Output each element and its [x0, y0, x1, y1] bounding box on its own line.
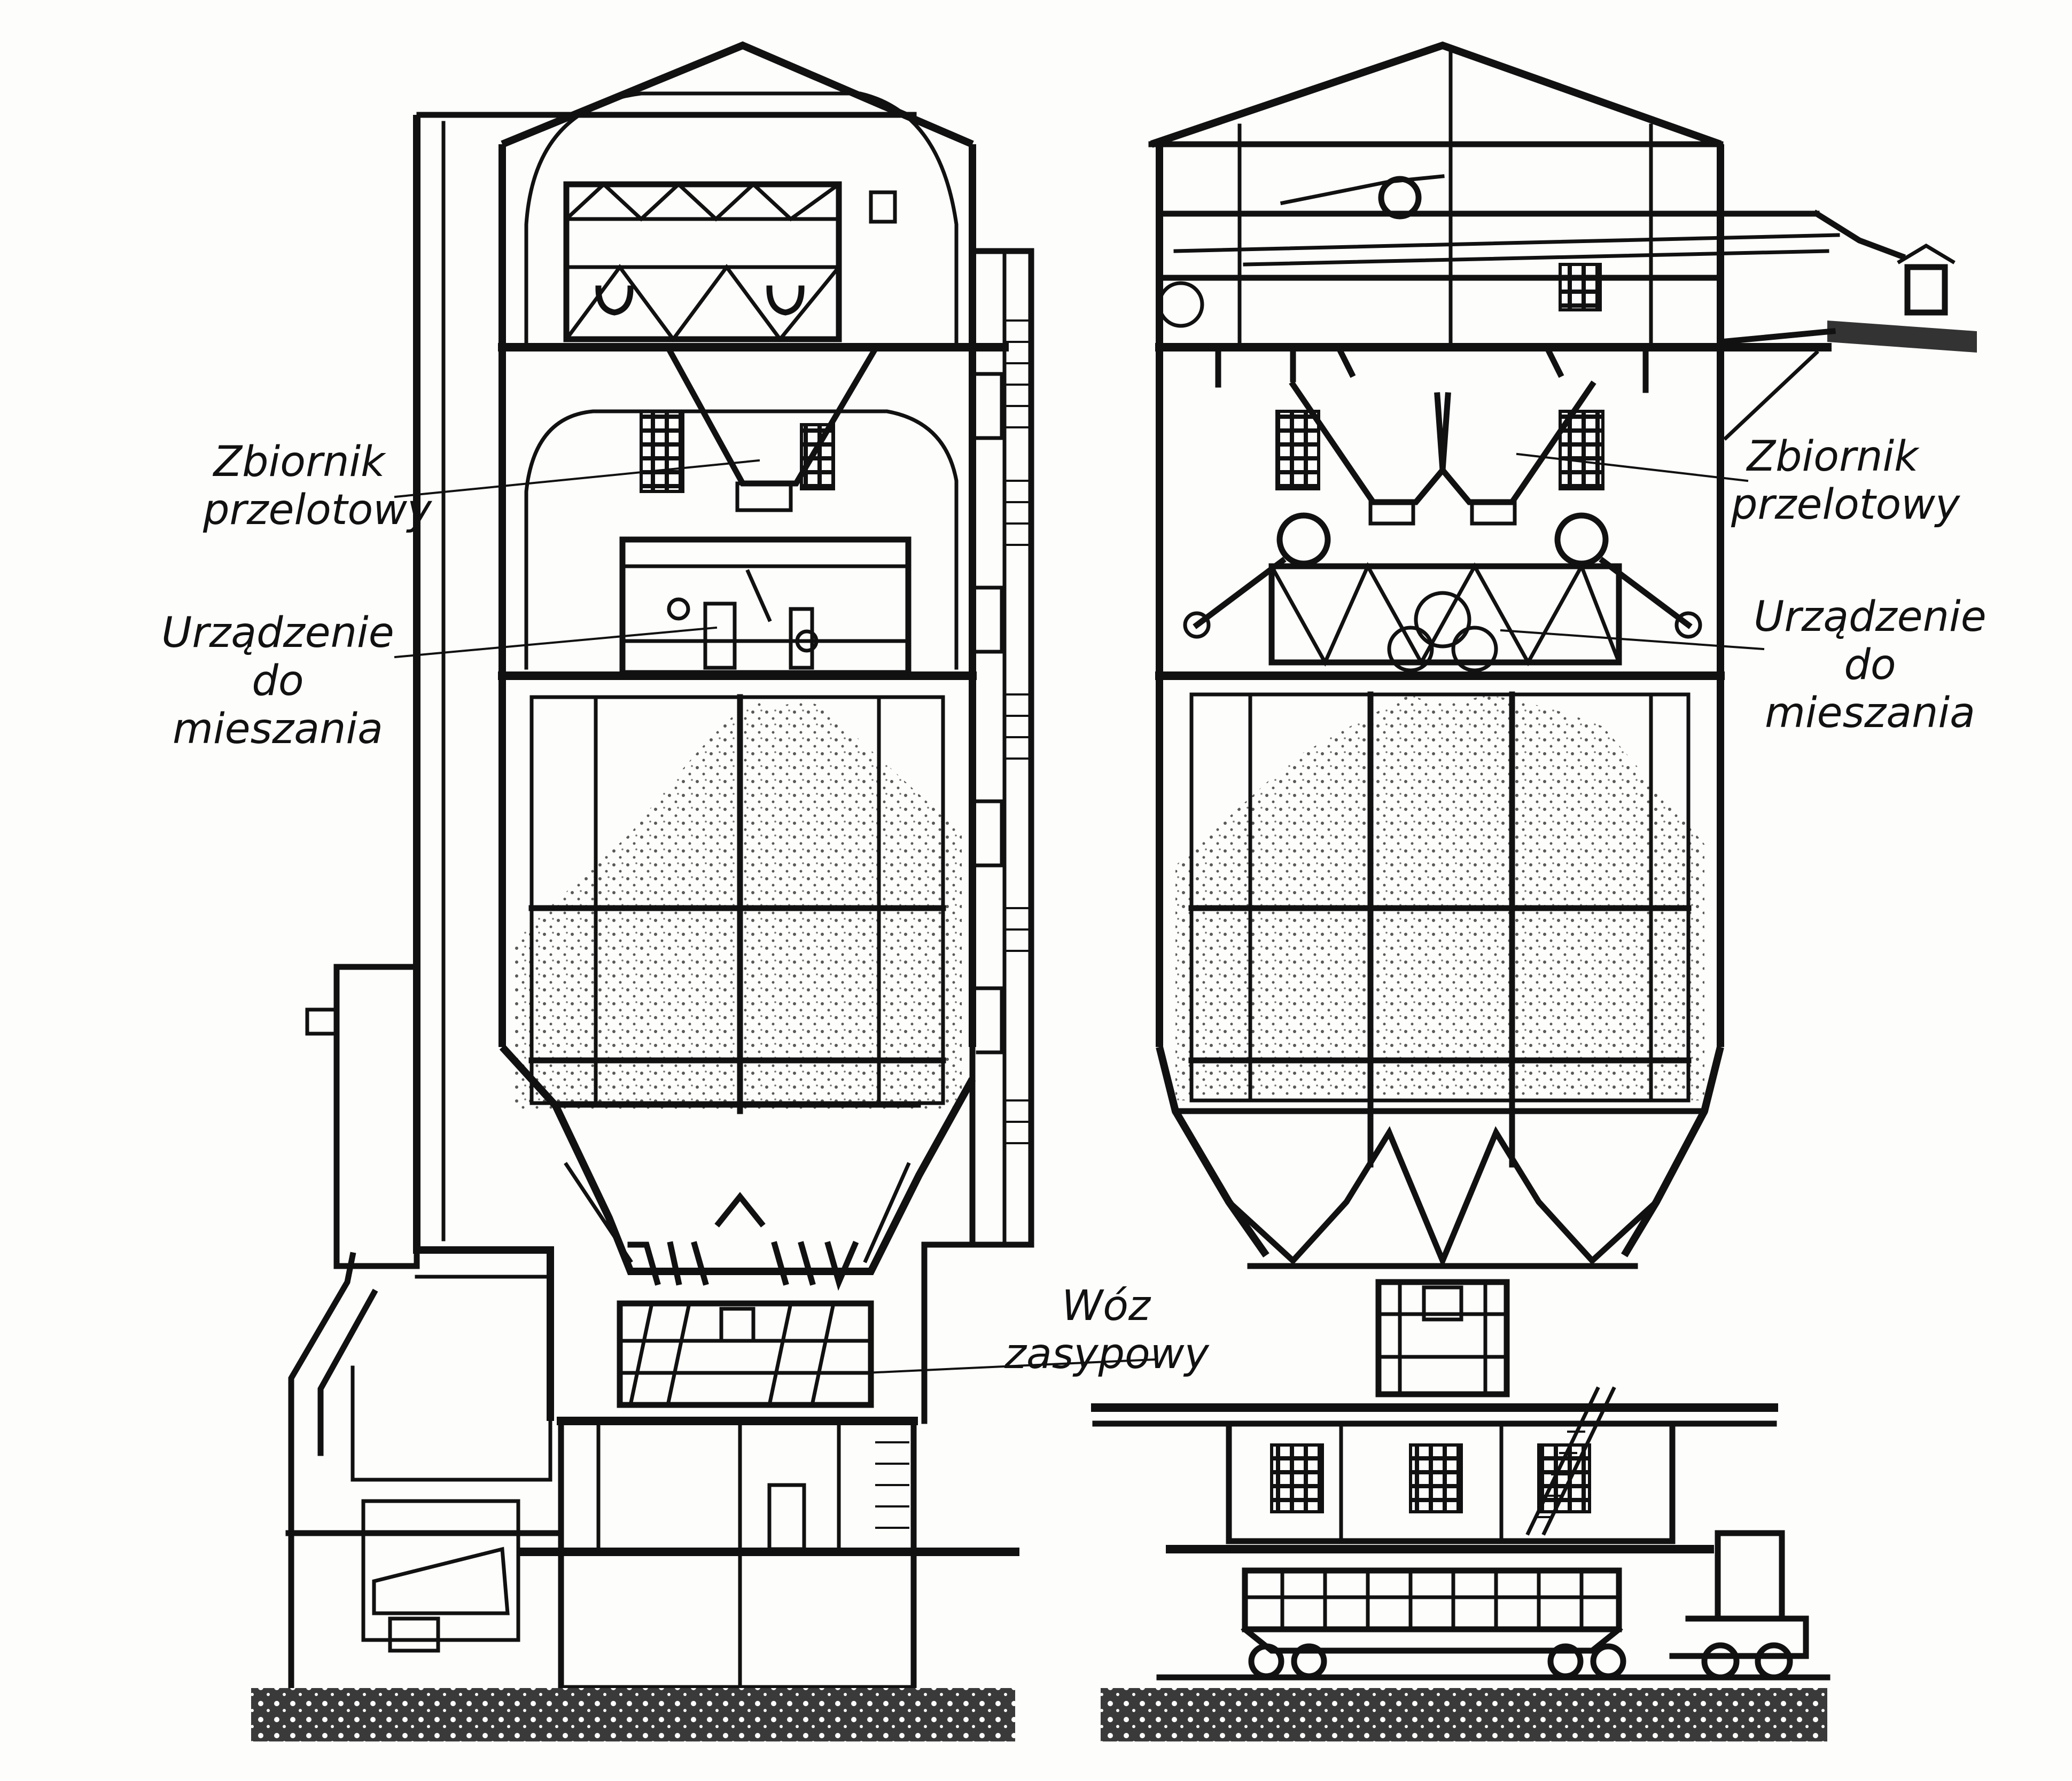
label-right-mixing-device: Urządzenie do mieszania [1742, 593, 1998, 737]
label-left-mixing-device-line1: Urządzenie [161, 609, 394, 657]
label-left-transfer-bin-line2: przelotowy [203, 486, 432, 534]
label-charging-wagon-line1: Wóz [1062, 1282, 1150, 1330]
label-right-transfer-bin-line1: Zbiornik [1747, 433, 1919, 481]
label-right-transfer-bin-line2: przelotowy [1731, 481, 1960, 529]
label-left-transfer-bin-line1: Zbiornik [213, 438, 385, 486]
label-right-transfer-bin: Zbiornik przelotowy [1731, 433, 1960, 529]
label-right-mixing-device-line1: Urządzenie [1754, 593, 1987, 641]
label-charging-wagon: Wóz zasypowy [1004, 1282, 1209, 1378]
right-silo-building [1091, 41, 1977, 1741]
left-leader-lines [394, 459, 1156, 1374]
label-left-mixing-device: Urządzenie do mieszania [150, 609, 406, 753]
right-leader-lines [1500, 452, 1765, 651]
label-left-transfer-bin: Zbiornik przelotowy [203, 438, 432, 534]
label-charging-wagon-line2: zasypowy [1004, 1330, 1209, 1378]
left-silo-building [251, 41, 1034, 1741]
label-left-mixing-device-line2: do mieszania [173, 657, 383, 753]
label-right-mixing-device-line2: do mieszania [1765, 641, 1975, 737]
